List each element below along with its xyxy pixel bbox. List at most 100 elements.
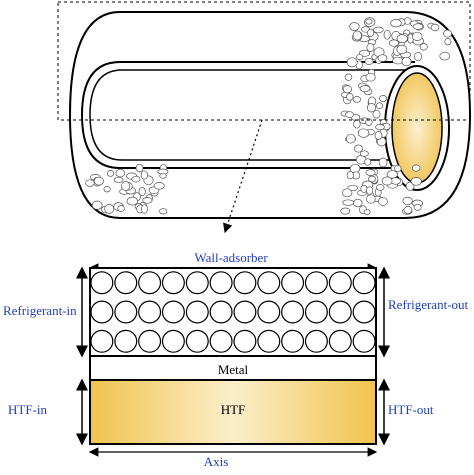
granule xyxy=(378,157,388,168)
granule xyxy=(140,170,149,180)
adsorbent-particle xyxy=(328,300,352,324)
granule xyxy=(349,22,360,31)
granule xyxy=(346,57,358,68)
granule xyxy=(379,95,388,102)
granule xyxy=(113,176,124,183)
granule xyxy=(353,198,363,208)
granule xyxy=(365,72,376,82)
granule xyxy=(364,57,374,65)
granule xyxy=(353,144,363,153)
granule xyxy=(392,56,404,65)
htf-label: HTF xyxy=(221,402,246,417)
adsorbent-particle xyxy=(304,300,328,324)
granule xyxy=(159,208,168,215)
adsorbent-particle xyxy=(257,271,281,295)
granule xyxy=(141,204,148,214)
granule xyxy=(121,181,131,191)
granule xyxy=(352,30,362,41)
adsorbent-particle xyxy=(352,271,376,295)
refrigerant-out-label: Refrigerant-out xyxy=(388,297,469,312)
granule xyxy=(368,175,376,183)
granule xyxy=(366,194,376,204)
htf-out-label: HTF-out xyxy=(388,402,434,417)
granule xyxy=(104,204,115,214)
adsorbent-particle xyxy=(114,271,138,295)
adsorbent-particle xyxy=(161,329,185,353)
adsorbent-particle xyxy=(185,329,209,353)
granule xyxy=(153,182,165,190)
granule xyxy=(345,111,354,118)
granule xyxy=(388,39,399,47)
granule xyxy=(142,197,153,204)
granule xyxy=(85,179,95,187)
granule xyxy=(377,54,388,62)
axis-label: Axis xyxy=(204,454,229,469)
adsorbent-particle xyxy=(304,271,328,295)
granule xyxy=(359,150,369,157)
adsorbent-particle xyxy=(209,329,233,353)
granule xyxy=(346,170,354,180)
granule xyxy=(91,200,103,210)
adsorbent-particle xyxy=(281,300,305,324)
granule xyxy=(115,168,126,178)
granule xyxy=(396,44,408,55)
inner-tube-wall-outer xyxy=(80,61,415,169)
granule xyxy=(340,207,351,215)
granule xyxy=(403,206,413,214)
granule xyxy=(106,170,115,177)
selection-box xyxy=(57,1,471,121)
granule xyxy=(356,53,364,61)
granule xyxy=(367,28,375,37)
adsorbent-particle xyxy=(352,300,376,324)
granule xyxy=(138,187,146,197)
adsorbent-particle xyxy=(90,300,114,324)
granule xyxy=(444,37,452,46)
htf-layer xyxy=(89,379,377,445)
granule xyxy=(131,175,141,183)
granule xyxy=(414,51,422,62)
htf-in-label: HTF-in xyxy=(8,402,48,417)
adsorbent-particle xyxy=(352,329,376,353)
granule xyxy=(159,172,167,179)
granule xyxy=(443,29,452,38)
granule xyxy=(359,85,371,93)
granule xyxy=(396,34,408,43)
granule xyxy=(411,31,423,41)
adsorbent-granules xyxy=(85,17,452,215)
granule xyxy=(375,124,385,131)
adsorbent-particle xyxy=(328,329,352,353)
cross-section: Wall-adsorber Metal HTF Refrigerant-in R… xyxy=(3,250,469,469)
adsorbent-particle xyxy=(304,329,328,353)
granule xyxy=(353,119,361,129)
adsorbent-particle xyxy=(90,271,114,295)
granule xyxy=(365,18,373,25)
granule xyxy=(375,102,384,110)
granule xyxy=(401,56,412,67)
granule xyxy=(439,51,450,61)
adsorbent-particle xyxy=(233,329,257,353)
adsorbent-particle xyxy=(281,271,305,295)
granule xyxy=(373,26,384,34)
granule xyxy=(381,176,393,186)
granule xyxy=(375,184,385,191)
granule xyxy=(126,196,138,206)
granule xyxy=(93,176,104,186)
granule xyxy=(410,177,422,186)
adsorbent-particle xyxy=(114,329,138,353)
adsorbent-layer xyxy=(89,267,377,357)
adsorbent-particle xyxy=(257,329,281,353)
granule xyxy=(402,196,413,206)
adsorbent-particle xyxy=(90,329,114,353)
granule xyxy=(419,43,428,51)
adsorbent-particle xyxy=(328,271,352,295)
granule xyxy=(372,109,381,119)
adsorbent-particle xyxy=(161,300,185,324)
granule xyxy=(430,23,440,32)
granule xyxy=(365,169,376,176)
adsorbent-particle xyxy=(209,300,233,324)
granule xyxy=(364,158,372,166)
adsorbent-particle xyxy=(138,271,162,295)
adsorbent-particle xyxy=(114,300,138,324)
adsorbent-particle xyxy=(233,300,257,324)
